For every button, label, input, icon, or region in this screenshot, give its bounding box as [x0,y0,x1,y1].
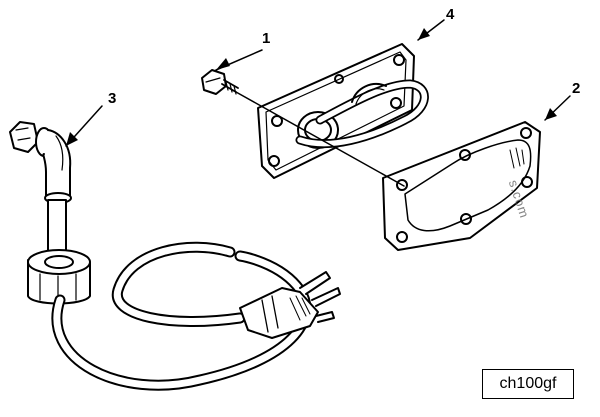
callout-1: 1 [262,30,271,47]
callout-2: 2 [572,80,581,97]
gasket-part [382,121,541,251]
figure-code: ch100gf [499,375,557,392]
screw-part [201,69,239,95]
heater-plate-part [257,43,429,179]
power-cord-part [9,121,341,391]
callout-4: 4 [446,6,455,23]
callout-3: 3 [108,90,117,107]
figure-code-box: ch100gf [482,369,574,399]
